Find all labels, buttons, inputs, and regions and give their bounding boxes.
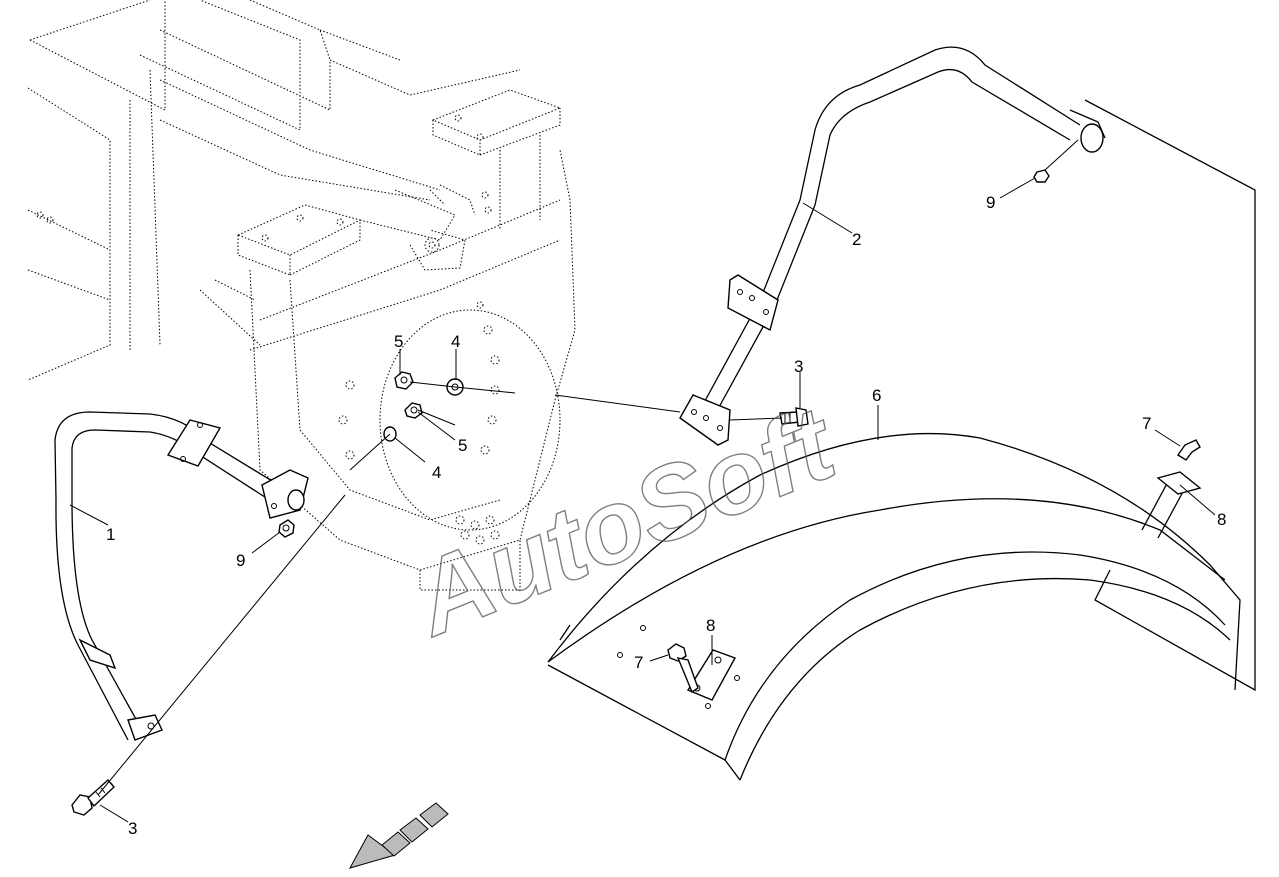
callout-4-upper: 4 — [451, 332, 460, 351]
nut-5-upper — [394, 371, 414, 390]
handrail-left-bottom-plate — [127, 714, 163, 741]
callout-5-upper: 5 — [394, 332, 403, 351]
bolt-3-right — [779, 407, 809, 427]
bolt-3-left — [71, 778, 115, 816]
watermark: AutoSoft — [396, 384, 853, 659]
callout-8-lower: 8 — [706, 616, 715, 635]
callout-3-left: 3 — [128, 819, 137, 838]
assembly-lines — [97, 139, 1079, 796]
handrail-left — [54, 411, 309, 741]
callout-9-right: 9 — [986, 193, 995, 212]
callout-6: 6 — [872, 386, 881, 405]
bolt-7-right — [1177, 439, 1201, 461]
callout-1: 1 — [106, 525, 115, 544]
mudguard-strut-right — [1141, 439, 1202, 539]
callout-7-lower: 7 — [634, 653, 643, 672]
nut-5-lower — [404, 402, 423, 419]
handrail-right — [679, 46, 1106, 446]
mudguard — [547, 99, 1256, 781]
callout-7-right: 7 — [1142, 414, 1151, 433]
bolt-7-lower — [667, 643, 699, 694]
washer-8-right — [1156, 471, 1202, 495]
chassis-frame-outline — [27, 0, 576, 591]
handrail-right-bracket — [727, 274, 779, 332]
callout-5-lower: 5 — [458, 436, 467, 455]
frame-bolt-holes — [36, 114, 500, 545]
callout-8-right: 8 — [1217, 510, 1226, 529]
callout-3-right: 3 — [794, 357, 803, 376]
handrail-right-tube-end — [1080, 123, 1104, 153]
handrail-left-bracket — [166, 419, 222, 467]
nut-9-right — [1033, 169, 1050, 183]
callout-4-lower: 4 — [432, 463, 441, 482]
leader-lines — [69, 177, 1216, 823]
callout-9-left: 9 — [236, 551, 245, 570]
callout-labels: 1 2 3 3 4 4 5 5 6 7 7 8 8 9 9 — [106, 193, 1226, 838]
direction-arrow-icon — [348, 802, 449, 869]
callout-2: 2 — [852, 230, 861, 249]
handrail-left-foot-plate — [78, 638, 117, 670]
nut-9-left — [278, 519, 295, 538]
